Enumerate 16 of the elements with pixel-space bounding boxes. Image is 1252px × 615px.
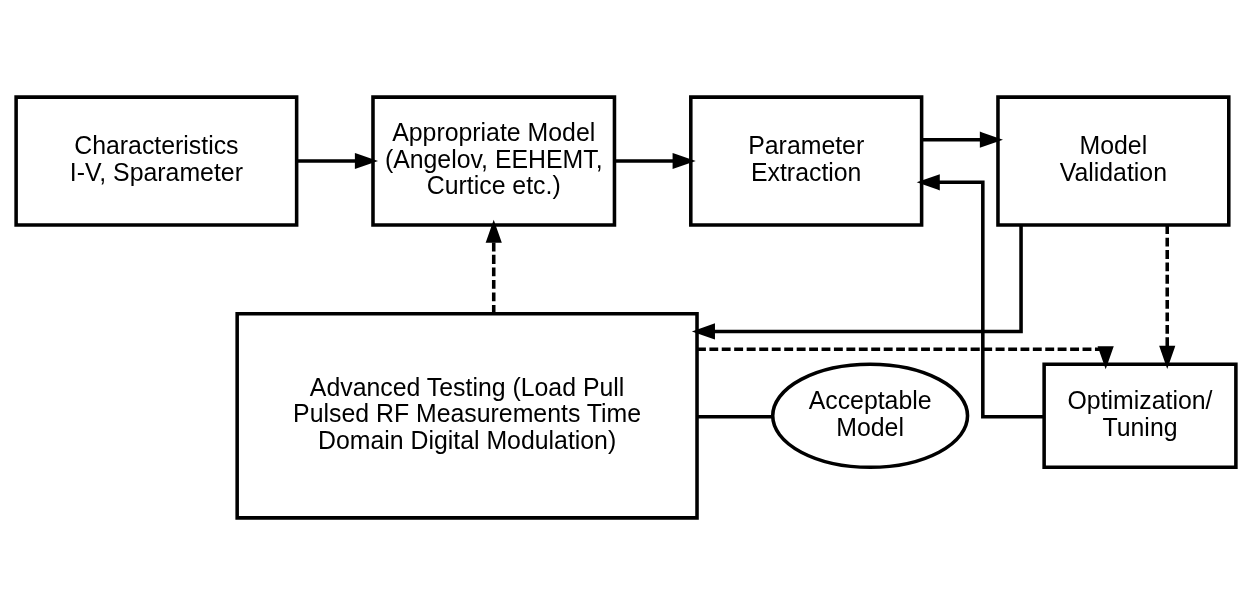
node-box: Optimization/ Tuning bbox=[1042, 362, 1238, 470]
arrow bbox=[916, 174, 1045, 419]
node-box: Model Validation bbox=[996, 95, 1231, 227]
connector bbox=[697, 414, 773, 419]
arrow bbox=[614, 152, 696, 170]
node-box: Characteristics I-V, Sparameter bbox=[14, 95, 299, 227]
node-box: Parameter Extraction bbox=[689, 95, 924, 227]
node-box: Advanced Testing (Load Pull Pulsed RF Measurements Time Domain Digital Modulation) bbox=[235, 311, 699, 520]
node-ellipse: Acceptable Model bbox=[770, 362, 970, 470]
arrow bbox=[697, 346, 1114, 370]
arrow bbox=[691, 224, 1023, 340]
arrow bbox=[485, 219, 502, 314]
node-box: Appropriate Model (Angelov, EEHEMT, Curtice etc.) bbox=[371, 95, 617, 227]
arrow bbox=[922, 131, 1003, 148]
arrow bbox=[1159, 225, 1176, 369]
arrow bbox=[297, 152, 378, 170]
